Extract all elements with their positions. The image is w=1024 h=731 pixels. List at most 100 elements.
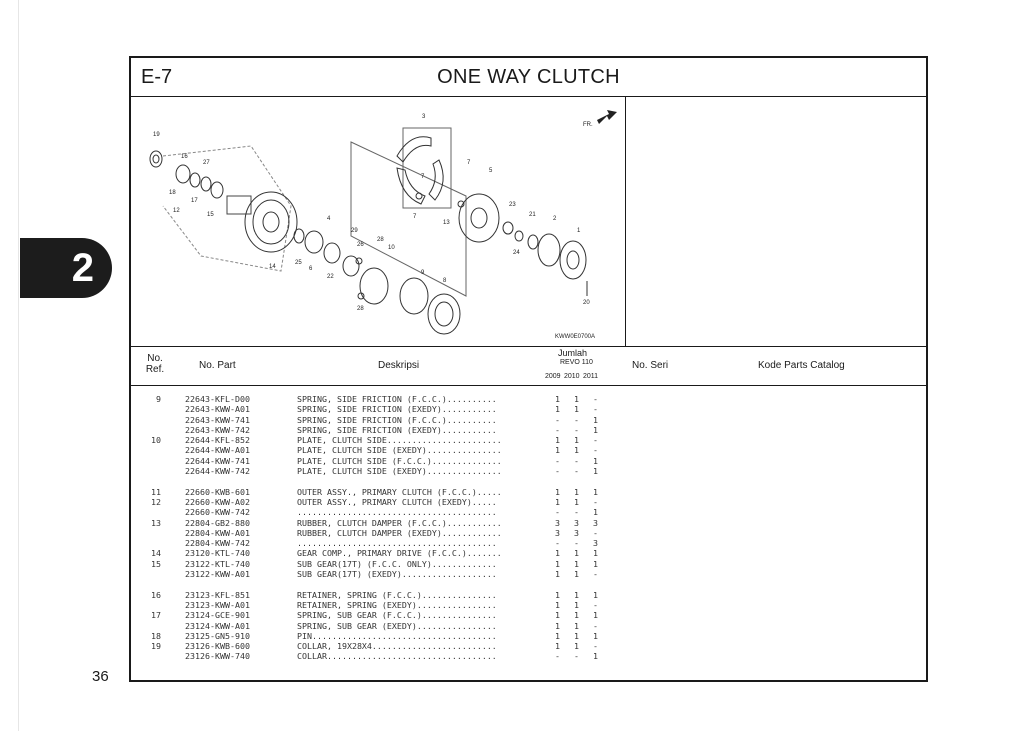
exploded-diagram-svg: FR. KWW0E0700A 1916271817121514256224292… <box>149 110 617 340</box>
callout-number: 8 <box>443 278 447 284</box>
part-number-cell: 22644-KWW-742 <box>185 466 250 477</box>
callout-number: 14 <box>269 264 276 270</box>
qty-2011-cell: 1 <box>593 486 598 497</box>
description-cell: PLATE, CLUTCH SIDE (F.C.C.).............… <box>297 455 502 466</box>
qty-2010-cell: 1 <box>574 435 579 446</box>
table-row: 22660-KWW-742...........................… <box>131 507 926 517</box>
qty-2011-cell: - <box>593 527 598 538</box>
part-number-cell: 23124-GCE-901 <box>185 610 250 621</box>
part-number-cell: 22644-KFL-852 <box>185 435 250 446</box>
description-cell: ........................................ <box>297 507 497 518</box>
callout-number: 9 <box>421 270 425 276</box>
qty-2009-cell: 1 <box>555 486 560 497</box>
qty-2011-cell: - <box>593 404 598 415</box>
qty-2011-cell: - <box>593 496 598 507</box>
model-name: REVO 110 <box>560 359 593 366</box>
qty-2010-cell: 1 <box>574 599 579 610</box>
qty-2010-cell: 1 <box>574 404 579 415</box>
part-number-cell: 23124-KWW-A01 <box>185 620 250 631</box>
qty-2011-cell: 1 <box>593 414 598 425</box>
qty-2010-cell: - <box>574 507 579 518</box>
part-number-cell: 23120-KTL-740 <box>185 548 250 559</box>
qty-2009-cell: - <box>555 538 560 549</box>
qty-2009-cell: - <box>555 507 560 518</box>
group-spacer <box>131 579 926 589</box>
qty-2011-cell: 1 <box>593 548 598 559</box>
qty-2011-cell: 1 <box>593 466 598 477</box>
qty-2009-cell: 1 <box>555 620 560 631</box>
qty-2010-cell: - <box>574 538 579 549</box>
qty-2010-cell: 1 <box>574 445 579 456</box>
description-cell: SPRING, SIDE FRICTION (F.C.C.).......... <box>297 394 497 404</box>
qty-2011-cell: - <box>593 445 598 456</box>
group-spacer <box>131 476 926 486</box>
page-title: ONE WAY CLUTCH <box>437 66 620 88</box>
qty-2009-cell: 1 <box>555 394 560 404</box>
ref-cell: 16 <box>151 589 161 600</box>
part-number-cell: 22643-KWW-A01 <box>185 404 250 415</box>
callout-number: 1 <box>577 228 581 234</box>
callout-number: 4 <box>327 216 331 222</box>
description-cell: GEAR COMP., PRIMARY DRIVE (F.C.C.)......… <box>297 548 502 559</box>
description-cell: PIN..................................... <box>297 630 497 641</box>
callout-number: 24 <box>513 250 520 256</box>
qty-2011-cell: - <box>593 435 598 446</box>
page-edge-line <box>18 0 19 731</box>
description-cell: SPRING, SUB GEAR (F.C.C.)............... <box>297 610 497 621</box>
col-quantity: Jumlah <box>558 348 588 358</box>
part-number-cell: 23123-KFL-851 <box>185 589 250 600</box>
part-number-cell: 22660-KWB-601 <box>185 486 250 497</box>
table-row: 22804-KWW-742...........................… <box>131 538 926 548</box>
qty-2010-cell: - <box>574 414 579 425</box>
qty-2009-cell: 1 <box>555 641 560 652</box>
qty-2011-cell: 1 <box>593 424 598 435</box>
table-row: 22644-KWW-742 PLATE, CLUTCH SIDE (EXEDY).… <box>131 466 926 476</box>
ref-cell: 15 <box>151 558 161 569</box>
callout-number: 5 <box>489 168 493 174</box>
description-cell: PLATE, CLUTCH SIDE (EXEDY)..............… <box>297 466 502 477</box>
front-direction-mark: FR. <box>583 122 593 128</box>
qty-2011-cell: 3 <box>593 517 598 528</box>
ref-cell: 18 <box>151 630 161 641</box>
table-row: 23124-KWW-A01 SPRING, SUB GEAR (EXEDY)...… <box>131 621 926 631</box>
part-number-cell: 22804-KWW-A01 <box>185 527 250 538</box>
col-part-number: No. Part <box>199 360 236 371</box>
description-cell: SPRING, SUB GEAR (EXEDY)................ <box>297 620 497 631</box>
description-cell: RETAINER, SPRING (EXEDY)................ <box>297 599 497 610</box>
callout-number: 25 <box>295 260 302 266</box>
callout-number: 15 <box>207 212 214 218</box>
ref-cell: 14 <box>151 548 161 559</box>
qty-2009-cell: 1 <box>555 558 560 569</box>
qty-2010-cell: - <box>574 424 579 435</box>
qty-2010-cell: 3 <box>574 527 579 538</box>
year-2009: 2009 <box>545 373 561 380</box>
qty-2009-cell: 1 <box>555 569 560 580</box>
qty-2010-cell: 1 <box>574 630 579 641</box>
qty-2010-cell: 1 <box>574 589 579 600</box>
qty-2010-cell: 1 <box>574 641 579 652</box>
description-cell: SUB GEAR(17T) (EXEDY)................... <box>297 569 497 580</box>
ref-cell: 9 <box>156 394 161 404</box>
description-cell: PLATE, CLUTCH SIDE (EXEDY)..............… <box>297 445 502 456</box>
part-number-cell: 23122-KWW-A01 <box>185 569 250 580</box>
page-number: 36 <box>92 668 109 685</box>
part-number-cell: 22804-KWW-742 <box>185 538 250 549</box>
description-cell: SPRING, SIDE FRICTION (F.C.C.).......... <box>297 414 497 425</box>
qty-2010-cell: 1 <box>574 394 579 404</box>
qty-2009-cell: 1 <box>555 404 560 415</box>
callout-number: 12 <box>173 208 180 214</box>
part-number-cell: 22644-KWW-A01 <box>185 445 250 456</box>
callout-number: 2 <box>553 216 557 222</box>
